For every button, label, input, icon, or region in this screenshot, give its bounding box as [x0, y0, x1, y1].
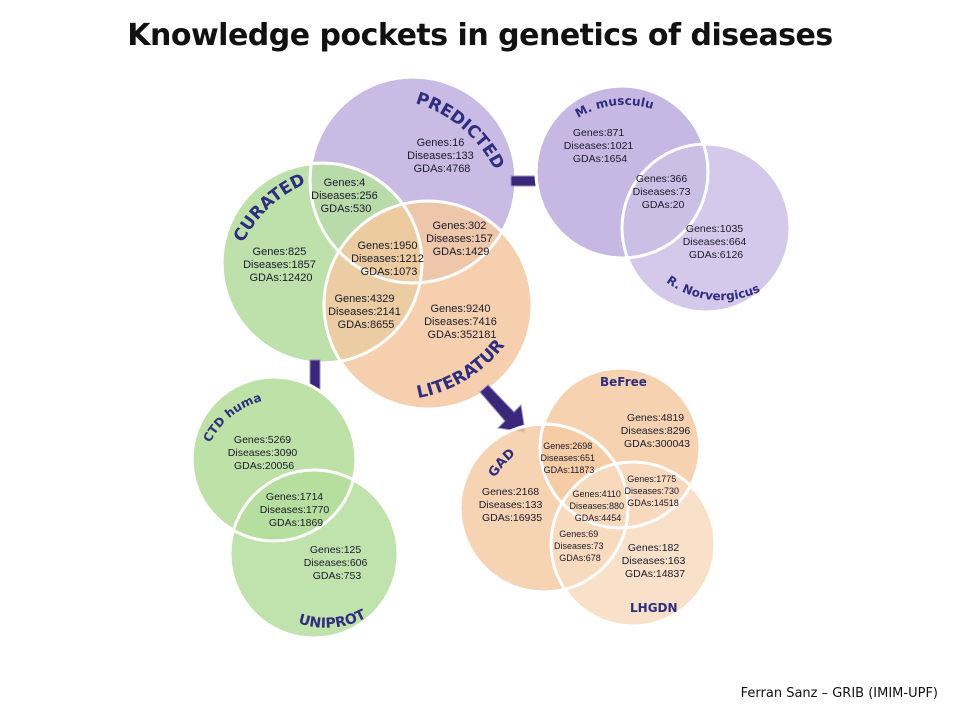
gad-stats: Genes:2168 Diseases:133 GDAs:16935 — [479, 486, 546, 524]
mouse-label: M. musculus — [0, 0, 655, 121]
befree-lhgdn-stats: Genes:1775 Diseases:730 GDAs:14518 — [624, 474, 681, 508]
befree-stats: Genes:4819 Diseases:8296 GDAs:300043 — [621, 412, 693, 450]
ctd-label: CTD human — [0, 0, 263, 444]
ctd-stats: Genes:5269 Diseases:3090 GDAs:20056 — [228, 434, 300, 472]
gad-lhgdn-stats: Genes:69 Diseases:73 GDAs:678 — [554, 529, 606, 563]
predicted-stats: Genes:16 Diseases:133 GDAs:4768 — [407, 137, 477, 175]
literature-center-stats: Genes:4110 Diseases:880 GDAs:4454 — [569, 489, 626, 523]
curated-predicted-stats: Genes:4 Diseases:256 GDAs:530 — [311, 177, 381, 215]
ctd-uniprot-stats: Genes:1714 Diseases:1770 GDAs:1869 — [260, 491, 332, 529]
predicted-literature-stats: Genes:302 Diseases:157 GDAs:1429 — [426, 220, 496, 258]
lhgdn-stats: Genes:182 Diseases:163 GDAs:14837 — [622, 542, 689, 580]
literature-detail-venn: BeFree GAD LHGDN Genes:4819 Diseases:829… — [458, 366, 717, 628]
main-venn: PREDICTED CURATED LITERATURE Genes:16 Di… — [0, 0, 534, 411]
uniprot-circle — [228, 468, 400, 640]
arrow-to-literature-detail — [479, 384, 526, 433]
footer-credit: Ferran Sanz – GRIB (IMIM-UPF) — [740, 686, 938, 701]
rat-stats: Genes:1035 Diseases:664 GDAs:6126 — [683, 223, 750, 261]
gad-befree-stats: Genes:2698 Diseases:651 GDAs:11873 — [540, 441, 597, 475]
literature-stats: Genes:9240 Diseases:7416 GDAs:352181 — [424, 303, 500, 341]
slide-title: Knowledge pockets in genetics of disease… — [127, 18, 833, 53]
mouse-rat-stats: Genes:366 Diseases:73 GDAs:20 — [633, 173, 694, 211]
befree-label: BeFree — [600, 375, 647, 389]
curated-stats: Genes:825 Diseases:1857 GDAs:12420 — [243, 246, 319, 284]
center-stats: Genes:1950 Diseases:1212 GDAs:1073 — [351, 240, 427, 278]
uniprot-stats: Genes:125 Diseases:606 GDAs:753 — [304, 544, 371, 582]
lhgdn-label: LHGDN — [630, 601, 678, 615]
rat-circle — [620, 142, 792, 314]
curated-literature-stats: Genes:4329 Diseases:2141 GDAs:8655 — [328, 293, 404, 331]
mouse-stats: Genes:871 Diseases:1021 GDAs:1654 — [564, 127, 636, 165]
lhgdn-circle — [549, 460, 717, 628]
literature-circle — [322, 199, 534, 411]
